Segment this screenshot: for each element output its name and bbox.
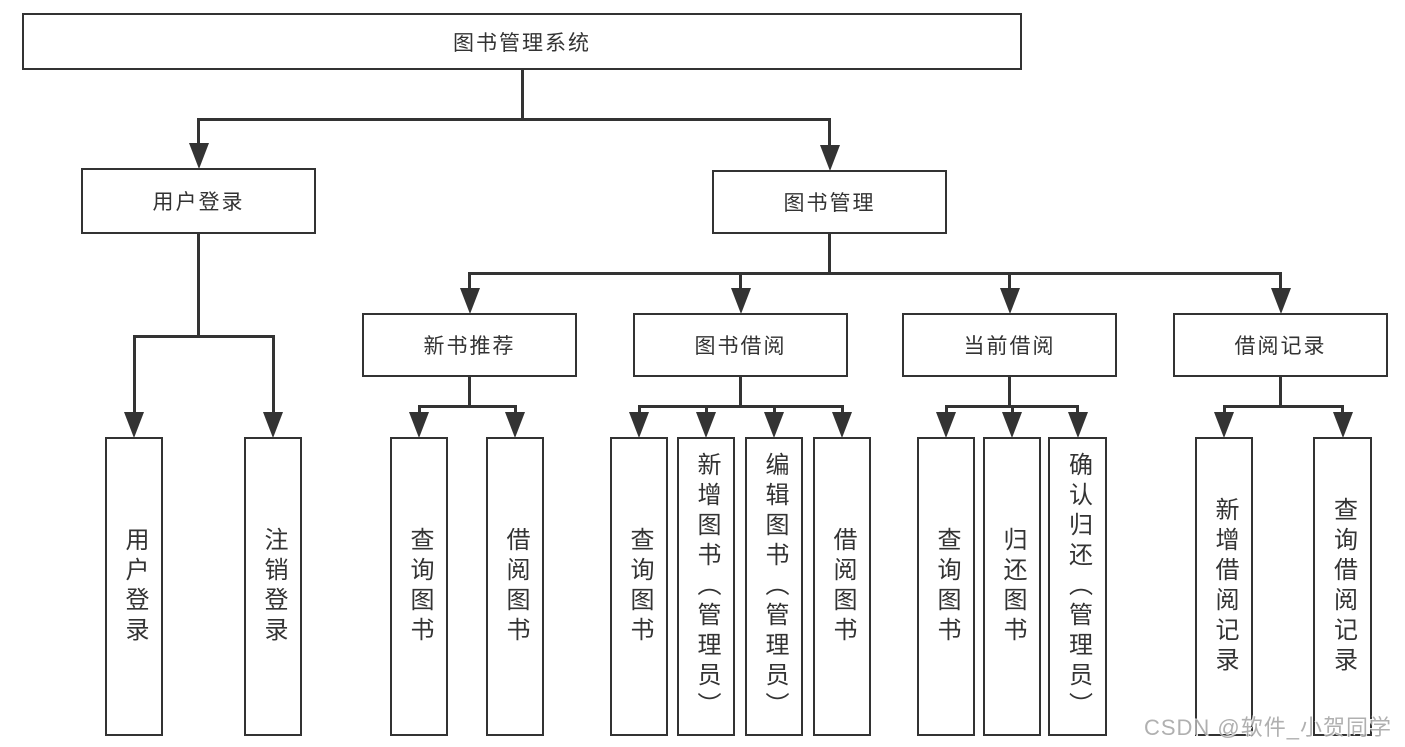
- connector-line: [1341, 405, 1344, 417]
- connector-line: [468, 377, 471, 405]
- node-label: 新增图书（管理员）: [693, 451, 720, 722]
- arrow-down-icon: [459, 288, 480, 314]
- node-current-borrow: 当前借阅: [902, 313, 1117, 377]
- connector-line: [197, 234, 200, 335]
- node-label: 图书管理系统: [453, 31, 591, 55]
- connector-line: [132, 335, 136, 417]
- arrow-down-icon: [1270, 288, 1291, 314]
- node-leaf-confirm-return: 确认归还（管理员）: [1048, 437, 1107, 736]
- node-label: 确认归还（管理员）: [1064, 451, 1092, 722]
- arrow-down-icon: [1214, 412, 1234, 438]
- connector-line: [944, 405, 948, 417]
- node-label: 归还图书: [999, 526, 1026, 647]
- connector-line: [637, 405, 641, 417]
- connector-line: [1279, 377, 1282, 405]
- arrow-down-icon: [764, 412, 784, 438]
- connector-line: [828, 234, 831, 272]
- connector-line: [468, 272, 1282, 275]
- node-label: 当前借阅: [963, 335, 1056, 358]
- connector-line: [1008, 377, 1011, 405]
- arrow-down-icon: [505, 412, 525, 438]
- connector-line: [739, 272, 742, 293]
- arrow-down-icon: [999, 288, 1020, 314]
- arrow-down-icon: [730, 288, 751, 314]
- connector-line: [1010, 405, 1014, 417]
- csdn-watermark: CSDN @软件_小贺同学: [1143, 715, 1392, 740]
- connector-line: [132, 335, 275, 338]
- node-root: 图书管理系统: [22, 13, 1022, 70]
- connector-line: [1222, 405, 1226, 417]
- arrow-down-icon: [263, 412, 283, 438]
- node-user-login: 用户登录: [81, 168, 316, 234]
- node-label: 借阅图书: [829, 526, 856, 647]
- connector-line: [197, 118, 200, 148]
- node-label: 新增借阅记录: [1211, 496, 1238, 677]
- arrow-down-icon: [1332, 412, 1353, 438]
- node-leaf-query-books-rec: 查询图书: [390, 437, 448, 736]
- arrow-down-icon: [124, 412, 144, 438]
- node-label: 用户登录: [121, 526, 148, 647]
- connector-line: [1222, 405, 1344, 408]
- connector-line: [828, 118, 831, 150]
- connector-line: [772, 405, 776, 417]
- connector-line: [513, 405, 517, 417]
- node-leaf-add-borrow-record: 新增借阅记录: [1195, 437, 1253, 736]
- connector-line: [468, 272, 471, 293]
- node-book-mgmt: 图书管理: [712, 170, 947, 234]
- connector-line: [739, 377, 742, 405]
- arrow-down-icon: [1002, 412, 1022, 438]
- node-leaf-return-books: 归还图书: [983, 437, 1041, 736]
- node-label: 查询图书: [626, 526, 653, 647]
- node-leaf-user-login: 用户登录: [105, 437, 163, 736]
- node-new-book-rec: 新书推荐: [362, 313, 577, 377]
- connector-line: [271, 335, 275, 417]
- node-label: 注销登录: [260, 526, 287, 647]
- arrow-down-icon: [188, 143, 209, 169]
- node-label: 借阅记录: [1234, 335, 1327, 358]
- node-label: 查询借阅记录: [1329, 496, 1357, 677]
- node-label: 用户登录: [152, 191, 245, 214]
- node-leaf-logout: 注销登录: [244, 437, 302, 736]
- connector-line: [520, 70, 524, 118]
- node-label: 编辑图书（管理员）: [761, 451, 788, 722]
- node-leaf-query-borrow-record: 查询借阅记录: [1313, 437, 1372, 736]
- connector-line: [197, 118, 831, 121]
- arrow-down-icon: [819, 145, 840, 171]
- node-leaf-query-books-borrow: 查询图书: [610, 437, 668, 736]
- node-leaf-borrow-books-rec: 借阅图书: [486, 437, 544, 736]
- arrow-down-icon: [832, 412, 852, 438]
- connector-line: [417, 405, 517, 408]
- node-label: 图书借阅: [694, 335, 787, 358]
- node-label: 查询图书: [406, 526, 433, 647]
- connector-line: [1008, 272, 1011, 293]
- node-borrow-records: 借阅记录: [1173, 313, 1388, 377]
- node-book-borrow: 图书借阅: [633, 313, 848, 377]
- connector-line: [1076, 405, 1079, 417]
- node-label: 新书推荐: [423, 335, 516, 358]
- node-leaf-edit-books: 编辑图书（管理员）: [745, 437, 803, 736]
- arrow-down-icon: [1067, 412, 1088, 438]
- connector-line: [840, 405, 844, 417]
- connector-line: [1279, 272, 1282, 293]
- connector-line: [704, 405, 708, 417]
- connector-line: [637, 405, 844, 408]
- arrow-down-icon: [629, 412, 649, 438]
- node-label: 查询图书: [933, 526, 960, 647]
- node-leaf-borrow-books-2: 借阅图书: [813, 437, 871, 736]
- node-label: 图书管理: [783, 192, 876, 215]
- node-leaf-query-books-current: 查询图书: [917, 437, 975, 736]
- arrow-down-icon: [936, 412, 956, 438]
- node-label: 借阅图书: [502, 526, 529, 647]
- connector-line: [417, 405, 421, 417]
- arrow-down-icon: [696, 412, 716, 438]
- node-leaf-add-books: 新增图书（管理员）: [677, 437, 735, 736]
- arrow-down-icon: [409, 412, 429, 438]
